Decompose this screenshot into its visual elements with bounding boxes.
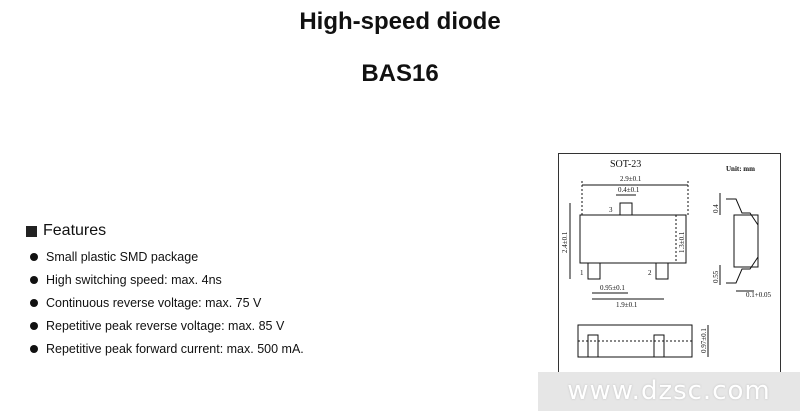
- bullet-icon: [30, 298, 38, 307]
- dim-pin3-label: 0.4±0.1: [618, 186, 640, 194]
- bullet-icon: [30, 344, 38, 353]
- dim-span-label: 1.9±0.1: [616, 301, 638, 309]
- feature-text: Continuous reverse voltage: max. 75 V: [46, 295, 262, 310]
- dim-body-label: 1.3±0.1: [678, 231, 686, 253]
- pin-1-label: 1: [580, 269, 584, 277]
- bullet-icon: [30, 276, 38, 285]
- bullet-icon: [30, 321, 38, 330]
- height-label: 0.97±0.1: [700, 328, 708, 353]
- feature-item: Repetitive peak forward current: max. 50…: [24, 337, 524, 360]
- drawing-frame: [558, 153, 781, 375]
- side-top-label: 0.4: [712, 204, 720, 213]
- document-title: High-speed diode: [299, 8, 501, 35]
- front-lead-left: [587, 334, 599, 358]
- feature-item: Repetitive peak reverse voltage: max. 85…: [24, 314, 524, 337]
- features-section: Features Small plastic SMD package High …: [24, 220, 524, 360]
- feature-text: High switching speed: max. 4ns: [46, 273, 222, 288]
- dim-pitch-label: 0.95±0.1: [600, 284, 625, 292]
- package-drawing: SOT-23 Unit: mm 2.9±0.1 0.4±0.1 2.4±0.1 …: [558, 153, 781, 375]
- feature-item: Continuous reverse voltage: max. 75 V: [24, 292, 524, 315]
- pin-2-label: 2: [648, 269, 652, 277]
- features-heading-text: Features: [43, 222, 107, 239]
- side-view: [719, 193, 759, 292]
- pin-1-lead: [587, 262, 601, 280]
- pin-3-label: 3: [609, 206, 613, 214]
- pin-2-lead: [655, 262, 669, 280]
- features-list: Small plastic SMD package High switching…: [24, 246, 524, 360]
- dim-length-label: 2.9±0.1: [620, 175, 642, 183]
- front-view: [577, 324, 709, 358]
- side-bottom-label: 0.55: [712, 270, 720, 283]
- feature-text: Repetitive peak forward current: max. 50…: [46, 341, 304, 356]
- square-bullet-icon: [26, 225, 37, 237]
- watermark: www.dzsc.com: [538, 372, 800, 411]
- feature-text: Small plastic SMD package: [46, 250, 199, 265]
- bullet-icon: [30, 253, 38, 262]
- feature-text: Repetitive peak reverse voltage: max. 85…: [46, 318, 285, 333]
- lead-thickness-label: 0.1+0.05: [746, 291, 771, 299]
- dim-width-label: 2.4±0.1: [561, 231, 569, 253]
- front-lead-right: [653, 334, 665, 358]
- feature-item: Small plastic SMD package: [24, 246, 524, 269]
- package-body: [579, 214, 687, 264]
- package-name: SOT-23: [610, 159, 641, 170]
- part-number: BAS16: [361, 60, 439, 87]
- pin-3-lead: [619, 202, 633, 216]
- sot23-outline-svg: SOT-23 Unit: mm 2.9±0.1 0.4±0.1 2.4±0.1 …: [558, 153, 781, 375]
- top-view: [569, 181, 689, 300]
- features-heading: Features: [24, 220, 524, 242]
- feature-item: High switching speed: max. 4ns: [24, 269, 524, 292]
- side-body: [733, 214, 759, 268]
- unit-label: Unit: mm: [726, 165, 755, 173]
